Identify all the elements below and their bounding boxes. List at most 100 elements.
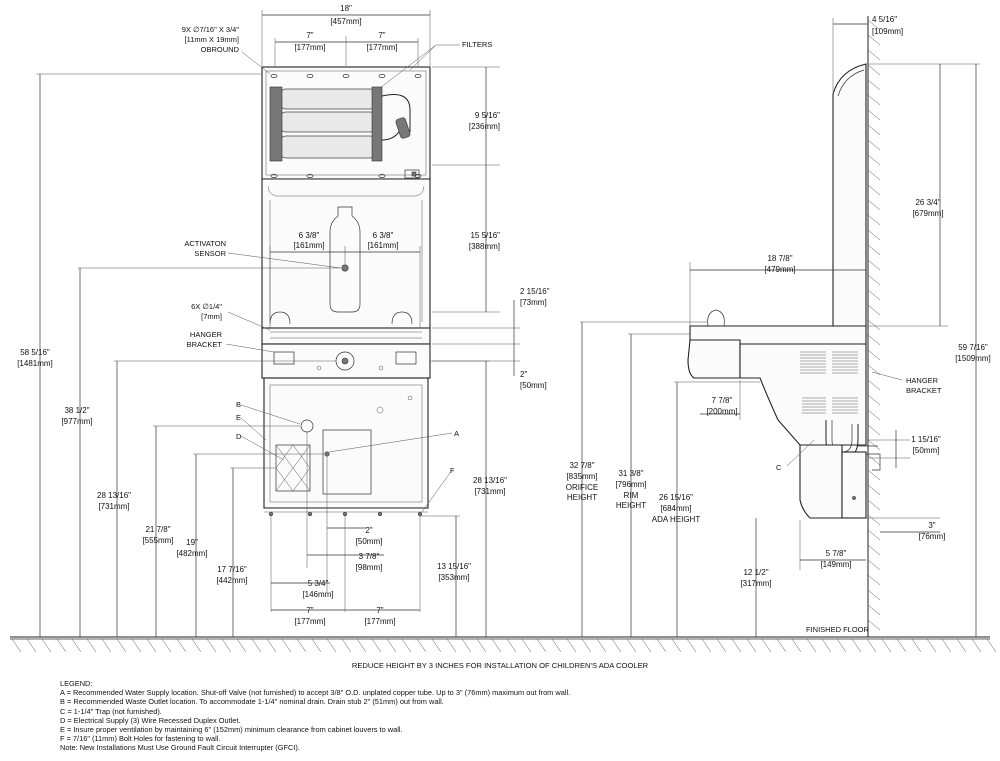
svg-text:[317mm]: [317mm] [740,579,771,588]
children-ada-note: REDUCE HEIGHT BY 3 INCHES FOR INSTALLATI… [351,661,649,670]
svg-text:9 5/16": 9 5/16" [475,111,500,120]
svg-text:[161mm]: [161mm] [293,241,324,250]
side-view [580,16,980,637]
svg-text:C: C [776,463,782,472]
svg-text:15 5/16": 15 5/16" [470,231,500,240]
chiller-housing [739,343,867,446]
svg-text:32 7/8": 32 7/8" [569,461,594,470]
bottle-silhouette [329,206,361,313]
svg-text:[73mm]: [73mm] [520,298,547,307]
svg-text:[109mm]: [109mm] [872,27,903,36]
svg-text:[679mm]: [679mm] [912,209,943,218]
svg-text:[177mm]: [177mm] [294,617,325,626]
svg-text:4 5/16": 4 5/16" [872,15,897,24]
svg-text:[731mm]: [731mm] [98,502,129,511]
lower-cabinet [263,377,429,509]
svg-text:[442mm]: [442mm] [216,576,247,585]
svg-text:B: B [236,400,241,409]
svg-text:HANGER: HANGER [190,330,223,339]
svg-text:[50mm]: [50mm] [913,446,940,455]
svg-text:18 7/8": 18 7/8" [767,254,792,263]
front-dimensions [36,10,520,637]
svg-text:[479mm]: [479mm] [764,265,795,274]
svg-text:28 13/16": 28 13/16" [97,491,131,500]
svg-text:6 3/8": 6 3/8" [373,231,394,240]
svg-text:21 7/8": 21 7/8" [145,525,170,534]
svg-text:[1481mm]: [1481mm] [17,359,53,368]
svg-text:7": 7" [306,606,313,615]
svg-text:HEIGHT: HEIGHT [616,501,646,510]
svg-text:[457mm]: [457mm] [330,17,361,26]
svg-text:58 5/16": 58 5/16" [20,348,50,357]
svg-text:17 7/16": 17 7/16" [217,565,247,574]
svg-text:6 3/8": 6 3/8" [299,231,320,240]
svg-text:7": 7" [378,31,385,40]
svg-text:59 7/16": 59 7/16" [958,343,988,352]
filter-cartridges [269,86,420,179]
svg-text:[200mm]: [200mm] [706,407,737,416]
svg-text:[50mm]: [50mm] [520,381,547,390]
svg-text:[149mm]: [149mm] [820,560,851,569]
svg-text:3": 3" [928,521,935,530]
svg-text:[835mm]: [835mm] [566,472,597,481]
svg-text:2 15/16": 2 15/16" [520,287,550,296]
svg-text:[1509mm]: [1509mm] [955,354,991,363]
bottom-bolts [268,511,423,517]
svg-text:[76mm]: [76mm] [919,532,946,541]
front-labels: 18" [457mm] 7" [177mm] 7" [177mm] 9X ∅7/… [17,4,549,626]
basin [261,327,431,345]
legend-b: B = Recommended Waste Outlet location. T… [60,697,444,707]
svg-text:[684mm]: [684mm] [660,504,691,513]
back-panel [261,178,431,329]
legend-gfci: Note: New Installations Must Use Ground … [60,743,300,753]
svg-text:[731mm]: [731mm] [474,487,505,496]
svg-text:[353mm]: [353mm] [438,573,469,582]
svg-text:E: E [236,413,241,422]
legend-e: E = Insure proper ventilation by maintai… [60,725,403,735]
svg-text:[146mm]: [146mm] [302,590,333,599]
svg-text:FINISHED FLOOR: FINISHED FLOOR [806,625,870,634]
louvers [800,351,858,414]
svg-text:OBROUND: OBROUND [201,45,240,54]
svg-text:31 3/8": 31 3/8" [618,469,643,478]
legend-title: LEGEND: [60,679,93,688]
svg-text:BRACKET: BRACKET [906,386,942,395]
svg-text:7": 7" [376,606,383,615]
svg-text:SENSOR: SENSOR [194,249,226,258]
legend-d: D = Electrical Supply (3) Wire Recessed … [60,715,241,725]
side-labels: 4 5/16" [109mm] 26 3/4" [679mm] 18 7/8" … [566,15,991,634]
svg-text:12 1/2": 12 1/2" [743,568,768,577]
svg-text:2": 2" [520,370,527,379]
activation-sensor [341,264,349,272]
svg-text:BRACKET: BRACKET [187,340,223,349]
svg-text:9X ∅7/16" X 3/4": 9X ∅7/16" X 3/4" [182,25,240,34]
svg-text:[555mm]: [555mm] [142,536,173,545]
floor-hatch [11,638,997,653]
svg-text:[7mm]: [7mm] [201,312,222,321]
svg-text:ACTIVATON: ACTIVATON [184,239,226,248]
svg-text:ORIFICE: ORIFICE [566,483,598,492]
obround-holes [270,74,422,178]
legend: LEGEND: A = Recommended Water Supply loc… [60,679,960,753]
front-view [261,66,431,517]
svg-text:FILTERS: FILTERS [462,40,492,49]
svg-text:ADA HEIGHT: ADA HEIGHT [652,515,701,524]
svg-text:7": 7" [306,31,313,40]
svg-text:5 7/8": 5 7/8" [826,549,847,558]
svg-text:[796mm]: [796mm] [615,480,646,489]
water-supply [324,451,330,457]
svg-text:D: D [236,432,242,441]
svg-text:26 15/16": 26 15/16" [659,493,693,502]
legend-c: C = 1-1/4" Trap (not furnished). [60,706,162,716]
svg-text:5 3/4": 5 3/4" [308,579,329,588]
wall-hatch [867,19,881,631]
svg-text:[177mm]: [177mm] [366,43,397,52]
svg-text:[161mm]: [161mm] [367,241,398,250]
svg-text:19": 19" [186,538,198,547]
floor [10,636,997,653]
svg-text:HEIGHT: HEIGHT [567,493,597,502]
svg-text:[11mm X 19mm]: [11mm X 19mm] [185,35,239,44]
svg-text:[50mm]: [50mm] [356,537,383,546]
svg-text:26 3/4": 26 3/4" [915,198,940,207]
svg-text:13 15/16": 13 15/16" [437,562,471,571]
